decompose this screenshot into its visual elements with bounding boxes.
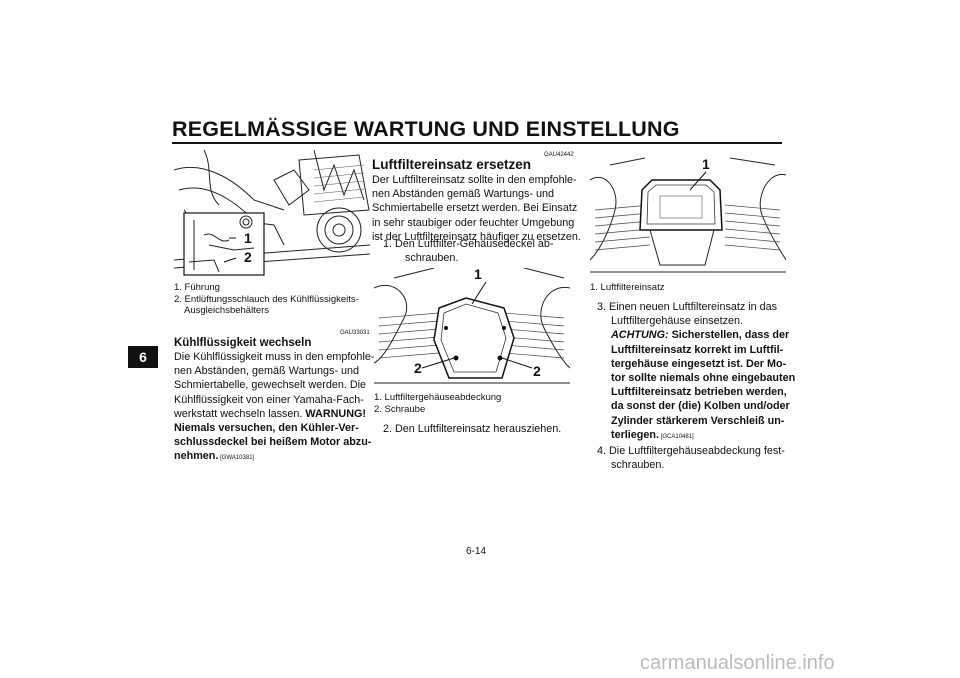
reference-code: GAU42442 [544, 152, 574, 158]
warning-line: nehmen. [GWA10381] [174, 449, 374, 465]
figure-caption-1: 1. Luftfiltergehäuseabdeckung [374, 392, 502, 403]
callout-1: 1 [702, 156, 710, 172]
figure-caption-3: Ausgleichsbehälters [184, 305, 270, 316]
coolant-figure: 1 2 [174, 150, 370, 278]
body-line: Kühlflüssigkeit von einer Yamaha-Fach- [174, 393, 364, 406]
warning-text: nehmen. [174, 450, 219, 463]
step-3: 3. Einen neuen Luftfiltereinsatz in das … [597, 300, 795, 472]
title-rule [172, 142, 782, 144]
coolant-engine-illustration [174, 150, 370, 276]
caution-line: tor sollte niemals ohne eingebauten [611, 372, 796, 385]
callout-2-right: 2 [533, 363, 541, 379]
body-line: nen Abständen gemäß Wartungs- und [372, 188, 555, 201]
caution-label: ACHTUNG: [611, 329, 669, 342]
callout-1: 1 [474, 268, 482, 282]
caution-line: terliegen. [GCA10481] [597, 428, 795, 444]
body-line: Der Luftfiltereinsatz sollte in den empf… [372, 174, 577, 186]
step-text: schrauben. [611, 459, 665, 472]
step-text: 4. Die Luftfiltergehäuseabdeckung fest- [597, 445, 785, 458]
page-number: 6-14 [466, 546, 487, 557]
step-text: 1. Den Luftfilter-Gehäusedeckel ab- [383, 238, 554, 250]
caution-text: terliegen. [611, 428, 660, 441]
step-text: 2. Den Luftfiltereinsatz herausziehen. [383, 423, 562, 435]
step-text: Luftfiltergehäuse einsetzen. [611, 315, 744, 328]
figure-caption-2: 2. Entlüftungsschlauch des Kühlflüssigke… [174, 294, 359, 305]
air-filter-element-figure: 1 [590, 150, 786, 278]
body-line: werkstatt wechseln lassen. WARNUNG! [174, 407, 374, 421]
figure-caption-1: 1. Führung [174, 282, 220, 293]
figure-caption-2: 2. Schraube [374, 404, 426, 415]
caution-line: Luftfiltereinsatz betrieben werden, [611, 386, 787, 399]
step-text: schrauben. [405, 252, 459, 265]
callout-2-left: 2 [414, 360, 422, 376]
body-line: nen Abständen, gemäß Wartungs- und [174, 365, 360, 378]
air-filter-cover-figure: 1 2 2 [374, 268, 570, 390]
warning-code: [GWA10381] [218, 455, 255, 462]
body-line: Schmiertabelle, gewechselt werden. Die [174, 379, 367, 392]
caution-line: da sonst der (die) Kolben und/oder [611, 400, 790, 413]
air-filter-cover-illustration [374, 268, 570, 384]
callout-2: 2 [244, 249, 252, 265]
body-line: in sehr staubiger oder feuchter Umgebung [372, 216, 575, 229]
warning-label: WARNUNG! [305, 407, 366, 420]
step-2: 2. Den Luftfiltereinsatz herausziehen. [383, 422, 561, 436]
body-line: ist der Luftfiltereinsatz häufiger zu er… [372, 230, 581, 243]
body-line: Die Kühlflüssigkeit muss in den empfohle… [174, 351, 375, 363]
air-filter-element-illustration [590, 157, 786, 273]
figure-caption-1: 1. Luftfiltereinsatz [590, 282, 665, 293]
page-title: REGELMÄSSIGE WARTUNG UND EINSTELLUNG [172, 117, 680, 141]
caution-line: tergehäuse eingesetzt ist. Der Mo- [611, 357, 787, 370]
caution-text: Sicherstellen, dass der [668, 329, 790, 342]
caution-line: Luftfiltereinsatz korrekt im Luftfil- [611, 343, 784, 356]
step-1: 1. Den Luftfilter-Gehäusedeckel ab- schr… [383, 237, 553, 265]
reference-code: GAU33031 [340, 330, 370, 336]
caution-line: ACHTUNG: Sicherstellen, dass der [597, 328, 795, 342]
chapter-tab: 6 [128, 346, 158, 368]
section-body: Die Kühlflüssigkeit muss in den empfohle… [174, 350, 374, 466]
watermark: carmanualsonline.info [640, 652, 835, 674]
section-heading: Kühlflüssigkeit wechseln [174, 337, 312, 349]
section-body: Der Luftfiltereinsatz sollte in den empf… [372, 173, 581, 244]
callout-1: 1 [244, 230, 252, 246]
caution-code: [GCA10481] [659, 433, 694, 440]
caution-line: Zylinder stärkerem Verschleiß un- [611, 414, 785, 427]
warning-line: Niemals versuchen, den Kühler-Ver- [174, 422, 359, 435]
body-line: Schmiertabelle ersetzt werden. Bei Einsa… [372, 202, 578, 215]
step-text: 3. Einen neuen Luftfiltereinsatz in das [597, 301, 778, 313]
warning-line: schlussdeckel bei heißem Motor abzu- [174, 436, 372, 449]
body-text: werkstatt wechseln lassen. [174, 407, 306, 420]
section-heading: Luftfiltereinsatz ersetzen [372, 157, 532, 172]
